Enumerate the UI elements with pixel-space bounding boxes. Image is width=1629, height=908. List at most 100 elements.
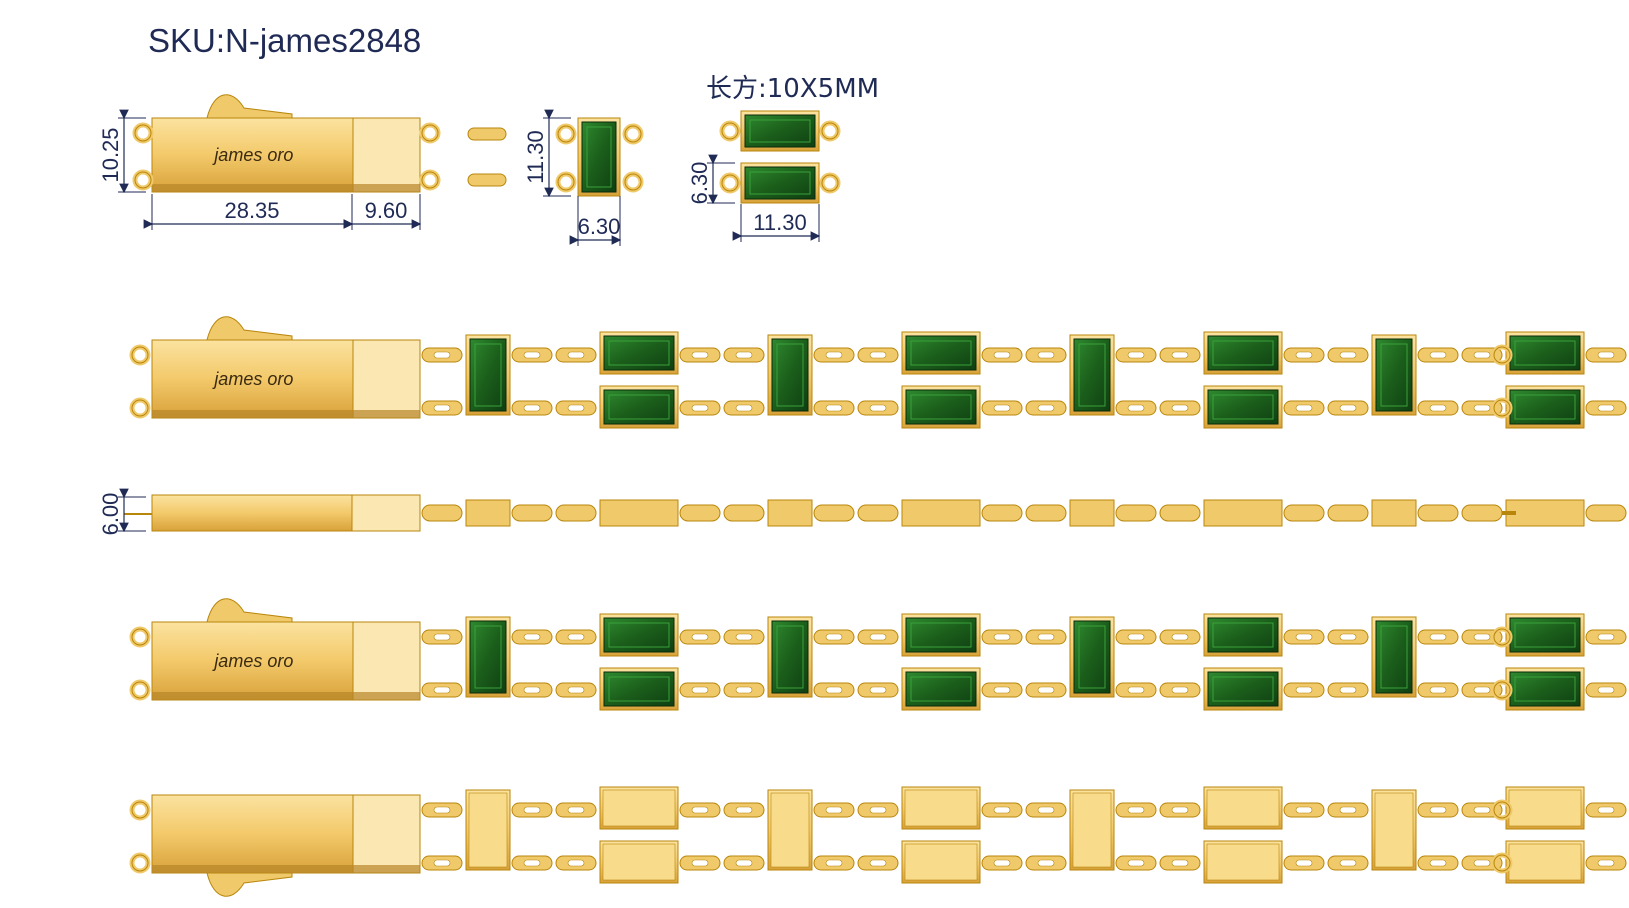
connector-hole bbox=[1473, 806, 1491, 814]
stone-facet bbox=[749, 171, 811, 195]
connector-hole bbox=[1429, 686, 1447, 694]
emerald-stone bbox=[1509, 671, 1581, 707]
stone-facet bbox=[910, 676, 972, 702]
jump-ring-edge bbox=[1493, 399, 1511, 417]
jump-ring-edge bbox=[1493, 628, 1511, 646]
connector-hole bbox=[523, 404, 541, 412]
connector-hole bbox=[1339, 404, 1357, 412]
stone-facet bbox=[1212, 622, 1274, 648]
side-connector bbox=[1585, 504, 1627, 522]
top-view: james oro bbox=[129, 316, 1627, 429]
side-setting bbox=[1203, 499, 1283, 527]
clasp-bail bbox=[206, 94, 293, 119]
connector-hole bbox=[869, 686, 887, 694]
side-connector bbox=[813, 504, 855, 522]
side-connector bbox=[1417, 504, 1459, 522]
angled-view: james oro bbox=[129, 598, 1627, 711]
connector-hole bbox=[825, 404, 843, 412]
engraving-text: james oro bbox=[211, 145, 293, 165]
side-setting bbox=[599, 499, 679, 527]
connector-hole bbox=[433, 633, 451, 641]
stone-facet bbox=[1514, 340, 1576, 366]
emerald-stone bbox=[905, 617, 977, 653]
connector-hole bbox=[825, 686, 843, 694]
metal-plate bbox=[468, 792, 508, 868]
connector-hole bbox=[1127, 806, 1145, 814]
emerald-stone bbox=[1207, 617, 1279, 653]
connector-hole bbox=[993, 806, 1011, 814]
clasp-body bbox=[151, 794, 354, 874]
jump-ring-edge bbox=[131, 681, 149, 699]
connector-hole bbox=[691, 404, 709, 412]
connector-hole bbox=[1295, 404, 1313, 412]
stone-facet bbox=[910, 340, 972, 366]
connector-hole bbox=[1429, 806, 1447, 814]
clasp-bail bbox=[206, 872, 293, 897]
stone-facet bbox=[608, 394, 670, 420]
connector-hole bbox=[1295, 633, 1313, 641]
metal-plate bbox=[770, 792, 810, 868]
connector-hole bbox=[523, 806, 541, 814]
clasp-bail bbox=[206, 316, 293, 341]
connector-hole bbox=[993, 859, 1011, 867]
connector-hole bbox=[433, 806, 451, 814]
jump-ring-edge bbox=[624, 173, 642, 191]
stone-facet bbox=[608, 676, 670, 702]
connector-hole bbox=[1429, 404, 1447, 412]
connector-hole bbox=[1339, 806, 1357, 814]
stone-facet bbox=[1212, 340, 1274, 366]
detail-horizontal-stones bbox=[719, 110, 841, 204]
connector-hole bbox=[1429, 859, 1447, 867]
emerald-stone bbox=[1207, 335, 1279, 371]
jump-ring-edge bbox=[134, 124, 152, 142]
engraving-text: james oro bbox=[211, 369, 293, 389]
jump-ring-edge bbox=[134, 171, 152, 189]
connector-hole bbox=[1339, 686, 1357, 694]
clasp-shadow bbox=[152, 692, 420, 700]
clasp-body bbox=[151, 339, 354, 419]
stone-facet bbox=[474, 343, 502, 407]
connector-hole bbox=[735, 859, 753, 867]
emerald-stone bbox=[905, 671, 977, 707]
emerald-stone bbox=[1073, 620, 1111, 694]
connector-hole bbox=[1171, 351, 1189, 359]
jump-ring-edge bbox=[131, 628, 149, 646]
clasp-side-tongue bbox=[351, 494, 421, 532]
side-setting bbox=[1505, 499, 1585, 527]
connector-hole bbox=[1171, 404, 1189, 412]
stone-facet bbox=[1380, 625, 1408, 689]
emerald-stone bbox=[771, 338, 809, 412]
side-connector bbox=[511, 504, 553, 522]
side-setting bbox=[901, 499, 981, 527]
side-connector bbox=[723, 504, 765, 522]
side-connector bbox=[1283, 504, 1325, 522]
emerald-stone bbox=[603, 335, 675, 371]
jump-ring-edge bbox=[557, 173, 575, 191]
metal-plate bbox=[602, 789, 676, 827]
connector-hole bbox=[1339, 351, 1357, 359]
connector-hole bbox=[1473, 404, 1491, 412]
side-connector bbox=[1159, 504, 1201, 522]
clasp-shadow bbox=[152, 184, 420, 192]
jump-ring-edge bbox=[557, 125, 575, 143]
connector-hole bbox=[567, 686, 585, 694]
dim-stone-height-label: 6.30 bbox=[687, 162, 712, 205]
connector-hole bbox=[1037, 686, 1055, 694]
connector-hole bbox=[1127, 859, 1145, 867]
jump-ring-edge bbox=[1493, 801, 1511, 819]
side-setting bbox=[767, 499, 813, 527]
clasp-bail bbox=[206, 598, 293, 623]
clasp-tongue bbox=[352, 117, 421, 193]
connector-hole bbox=[567, 633, 585, 641]
side-connector bbox=[1461, 504, 1503, 522]
connector-hole bbox=[1597, 806, 1615, 814]
dim-clasp-length-label: 28.35 bbox=[224, 198, 279, 223]
stone-facet bbox=[474, 625, 502, 689]
connector-hole bbox=[735, 404, 753, 412]
clasp-tongue bbox=[352, 621, 421, 701]
jump-ring-edge bbox=[131, 399, 149, 417]
metal-plate bbox=[602, 843, 676, 881]
emerald-stone bbox=[905, 389, 977, 425]
clasp-pin bbox=[124, 513, 152, 515]
